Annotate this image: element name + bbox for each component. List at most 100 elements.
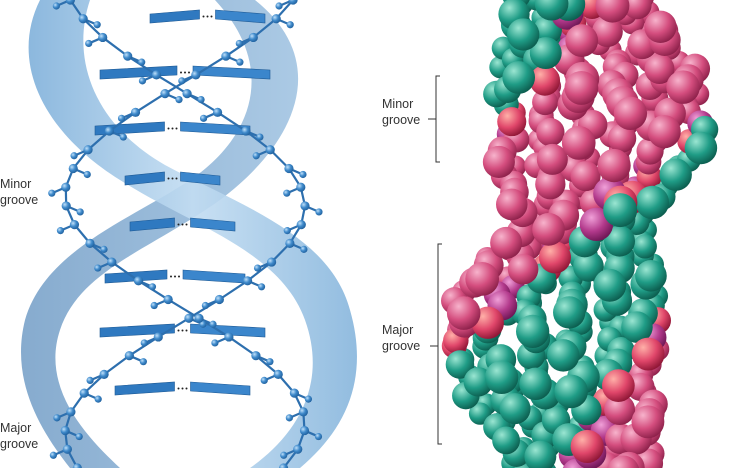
side-atom	[93, 21, 101, 29]
side-atom	[286, 21, 294, 29]
hydrogen-bond-dot	[170, 275, 172, 278]
hydrogen-bond-dot	[167, 127, 170, 130]
atom-sphere	[644, 10, 677, 43]
atom-sphere	[519, 367, 552, 401]
hydrogen-bond-dot	[174, 275, 176, 278]
atom-sphere	[635, 185, 670, 220]
atom-sphere	[607, 124, 637, 153]
atom-sphere	[644, 54, 675, 84]
backbone-bond	[252, 17, 277, 39]
backbone-bond	[155, 73, 188, 95]
atom-sphere	[496, 188, 528, 221]
side-atom	[197, 96, 205, 104]
base-plate	[180, 121, 251, 136]
backbone-atom	[251, 351, 261, 361]
backbone-atom	[265, 145, 275, 155]
base-plate	[182, 269, 246, 284]
backbone-atom	[296, 182, 306, 192]
side-atom	[138, 58, 146, 66]
atom-sphere	[529, 37, 562, 70]
side-atom	[283, 227, 291, 235]
backbone-atom	[271, 14, 281, 24]
side-atom	[85, 39, 93, 48]
atom-sphere	[538, 241, 572, 274]
atom-sphere	[623, 0, 652, 20]
atom-sphere	[607, 455, 640, 468]
backbone-bond	[228, 336, 257, 357]
atom-sphere	[565, 24, 599, 57]
side-atom	[253, 264, 262, 272]
side-atom	[256, 133, 264, 141]
backbone-atom	[104, 126, 114, 136]
backbone-bond	[111, 261, 140, 282]
backbone-atom	[288, 0, 298, 5]
atom-sphere	[446, 296, 481, 330]
atom-sphere	[482, 145, 515, 179]
backbone-atom	[62, 444, 72, 454]
side-atom	[83, 170, 91, 179]
side-atom	[138, 77, 147, 85]
atom-sphere	[499, 393, 531, 425]
hydrogen-bond-dot	[180, 71, 182, 74]
side-atom	[75, 432, 83, 441]
side-atom	[211, 339, 219, 347]
base-plate	[190, 323, 266, 338]
side-atom	[209, 320, 217, 328]
atom-sphere	[490, 226, 523, 259]
backbone-bond	[218, 279, 249, 301]
atom-sphere	[554, 374, 588, 409]
atom-sphere	[484, 360, 519, 394]
atom-sphere	[529, 65, 561, 96]
ribbon-dna-illustration	[21, 0, 357, 468]
atom-sphere	[497, 107, 527, 137]
backbone-atom	[61, 201, 71, 211]
back-ribbon-strand	[21, 0, 299, 468]
base-plate	[190, 217, 236, 232]
side-atom	[266, 358, 274, 366]
backbone-bond	[89, 242, 113, 263]
side-atom	[94, 395, 102, 403]
base-plate	[104, 269, 168, 284]
hydrogen-bond-dot	[206, 15, 209, 18]
atom-sphere	[632, 234, 657, 259]
minor-groove-bracket	[428, 75, 440, 163]
backbone-atom	[69, 220, 80, 230]
backbone-atom	[224, 332, 234, 342]
atom-sphere	[647, 115, 681, 149]
side-atom	[70, 152, 78, 160]
side-atom	[49, 451, 57, 459]
side-atom	[257, 283, 266, 291]
hydrogen-bond-dot	[171, 127, 174, 130]
atom-sphere	[684, 131, 718, 165]
side-atom	[117, 114, 126, 122]
base-plate	[99, 65, 178, 80]
atom-sphere	[465, 262, 500, 296]
major-groove-bracket	[430, 243, 442, 445]
side-atom	[148, 283, 157, 291]
atom-sphere	[666, 70, 700, 104]
hydrogen-bond-dot	[202, 15, 205, 18]
hydrogen-bond-dot	[188, 71, 190, 74]
backbone-bond	[246, 261, 273, 282]
atom-sphere	[593, 268, 627, 302]
backbone-atom	[160, 89, 170, 99]
backbone-atom	[278, 463, 289, 468]
atom-sphere	[536, 143, 568, 175]
atom-sphere	[516, 314, 550, 349]
side-atom	[100, 245, 108, 253]
hydrogen-bond-dot	[185, 329, 188, 332]
atom-sphere	[547, 339, 580, 372]
atom-sphere	[553, 296, 586, 329]
atom-sphere	[631, 405, 665, 439]
base-plate	[180, 171, 221, 186]
atom-sphere	[613, 96, 648, 130]
base-plate	[129, 217, 175, 232]
atom-sphere	[502, 61, 536, 94]
side-atom	[178, 77, 186, 85]
space-filling-dna-model: Minor groove Major groove	[370, 0, 732, 468]
atom-sphere	[507, 253, 539, 285]
backbone-atom	[61, 182, 71, 192]
atom-sphere	[524, 440, 557, 468]
side-atom	[140, 339, 148, 347]
atom-sphere	[591, 16, 623, 48]
